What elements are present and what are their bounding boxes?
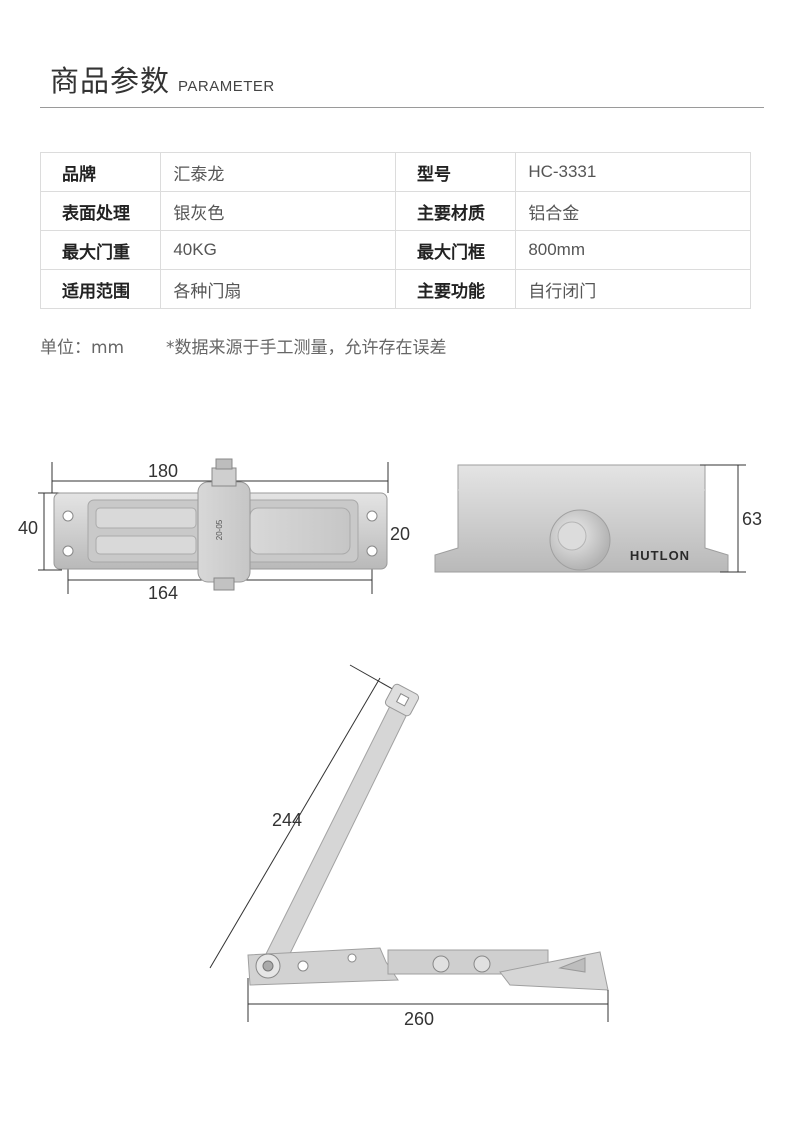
dim-label-40: 40 [18,518,38,538]
dim-label-180: 180 [148,461,178,481]
section-header: 商品参数 PARAMETER [50,58,275,100]
param-key: 适用范围 [39,269,162,309]
brand-mark: HUTLON [630,548,690,563]
dim-label-260: 260 [404,1009,434,1029]
cavity-rib [95,507,197,529]
param-key-char: 品 [62,164,79,185]
screw-icon [432,955,450,973]
dim-line-244 [209,677,381,969]
param-key-char: 牌 [79,164,96,185]
param-value: 自行闭门 [515,269,751,309]
param-key: 品牌品牌 [39,152,162,192]
mounting-hole [62,510,74,522]
dim-label-20: 20 [390,524,410,544]
table-row: 表面处理 银灰色 主要材质 铝合金 [39,191,751,231]
spindle-nut [211,467,237,487]
pivot-pin [262,960,274,972]
spring-cylinder [249,507,351,555]
top-view: 180 164 40 20 20-05 [18,458,410,603]
spindle-tip [215,458,233,470]
param-key-char: 型 [416,164,434,185]
screw-icon [473,955,491,973]
valve-stamp: 20-05 [215,519,224,540]
spindle-cap [557,521,587,551]
mounting-hole [366,545,378,557]
param-value: 铝合金 [515,191,751,231]
mounting-hole [62,545,74,557]
param-value: 800mm [515,230,751,270]
front-view: HUTLON 63 [434,464,762,573]
dim-label-164: 164 [148,583,178,603]
table-row: 适用范围 各种门扇 主要功能 自行闭门 [39,269,751,309]
param-value: 40KG [160,230,396,270]
arm-square-hole [395,693,410,707]
dim-label-244: 244 [272,810,302,830]
main-arm [261,701,409,971]
section-subtitle: PARAMETER [178,78,275,95]
param-key-char: 号 [433,164,451,185]
arm-view: 244 260 [209,664,609,1029]
param-key: 主要功能 [394,269,517,309]
unit-note: 单位：mm [40,338,125,358]
param-key: 表面处理 [39,191,162,231]
param-key: 主要材质 [394,191,517,231]
param-key: 型号型号 [394,152,517,192]
parameter-table: 品牌品牌 汇泰龙 型号型号 HC-3331 表面处理 银灰色 主要材质 铝合金 … [39,152,751,309]
param-key-label: 品牌 [62,160,140,185]
param-key-label: 型号 [417,160,495,185]
param-value: 各种门扇 [160,269,396,309]
header-divider [40,107,764,108]
bracket-slot [558,957,586,973]
link-hole [297,960,309,972]
spindle-bottom [213,577,235,591]
param-key: 最大门重 [39,230,162,270]
mounting-hole [366,510,378,522]
link-hole [347,953,357,963]
measurement-disclaimer: *数据来源于手工测量，允许存在误差 [166,338,447,358]
param-key: 最大门框 [394,230,517,270]
section-title: 商品参数 [50,64,171,98]
dim-label-63: 63 [742,509,762,529]
table-row: 最大门重 40KG 最大门框 800mm [39,230,751,270]
spindle-block [197,481,251,583]
cavity-rib [95,535,197,555]
param-value: HC-3331 [515,152,751,192]
